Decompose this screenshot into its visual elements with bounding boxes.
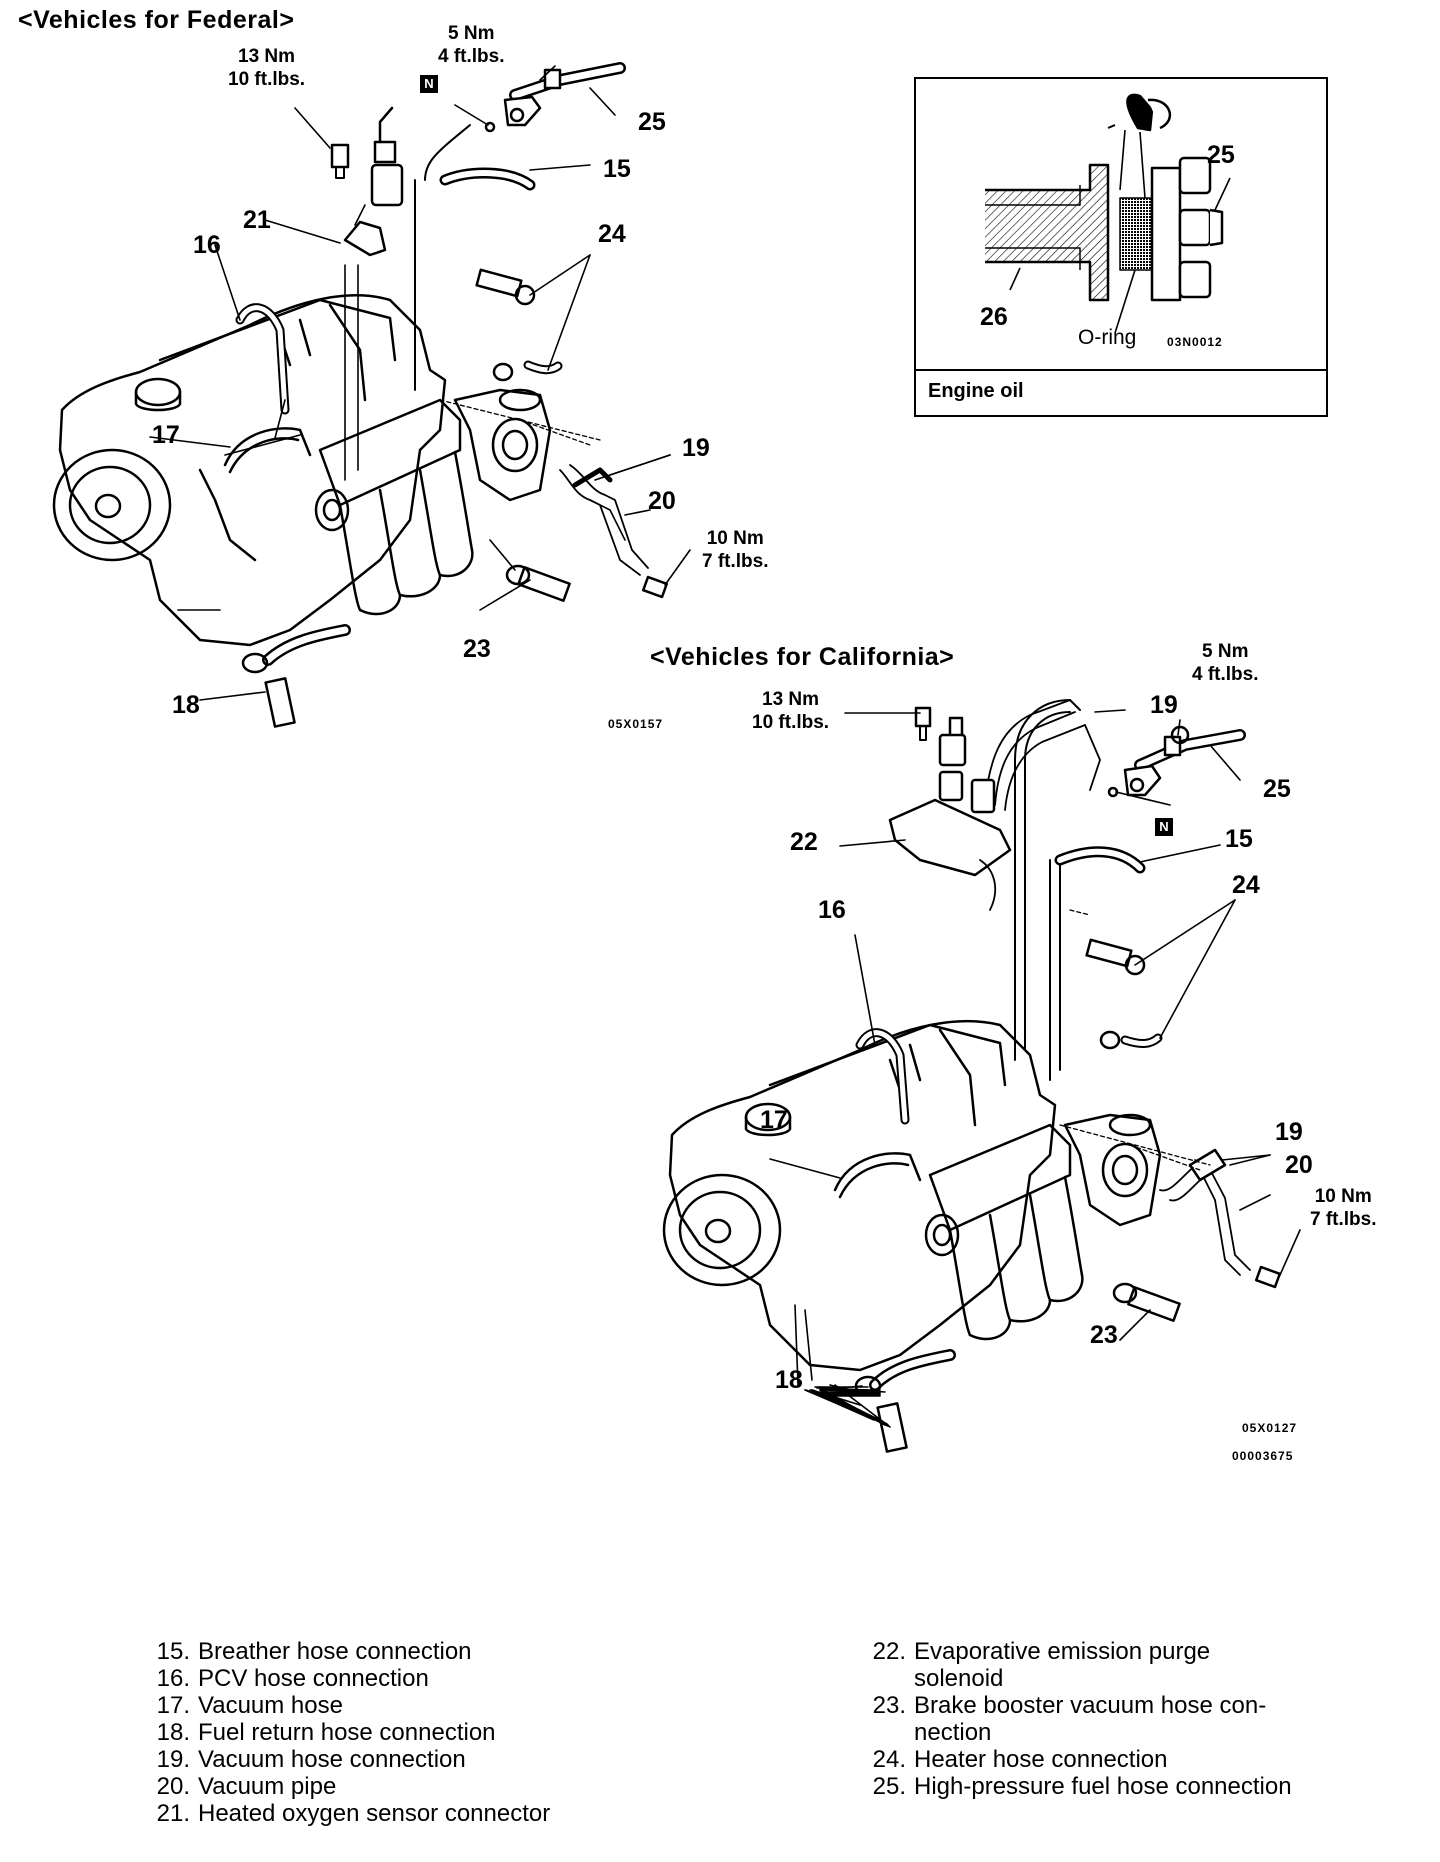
- legend-text: Vacuum pipe: [198, 1773, 337, 1800]
- california-title: <Vehicles for California>: [650, 643, 955, 671]
- legend-number: 21.: [156, 1800, 190, 1827]
- legend-text: Brake booster vacuum hose con-: [914, 1692, 1267, 1719]
- california-callout-20: 20: [1285, 1151, 1313, 1179]
- legend-number: 16.: [156, 1665, 190, 1692]
- legend-item: 16. PCV hose connection: [140, 1665, 550, 1692]
- california-torque-10nm: 10 Nm 7 ft.lbs.: [1310, 1185, 1377, 1231]
- california-figure-code: 05X0127: [1242, 1421, 1298, 1435]
- federal-callout-24: 24: [598, 220, 626, 248]
- torque-metric: 5 Nm: [1202, 641, 1249, 662]
- california-callout-23: 23: [1090, 1321, 1118, 1349]
- federal-title: <Vehicles for Federal>: [18, 6, 295, 34]
- california-torque-5nm: 5 Nm 4 ft.lbs.: [1192, 640, 1259, 686]
- legend-number: 24.: [872, 1746, 906, 1773]
- federal-callout-18: 18: [172, 691, 200, 719]
- federal-callout-19: 19: [682, 434, 710, 462]
- federal-torque-13nm: 13 Nm 10 ft.lbs.: [228, 45, 305, 91]
- torque-imperial: 4 ft.lbs.: [438, 46, 505, 67]
- legend-number: [856, 1665, 914, 1692]
- california-callout-18: 18: [775, 1366, 803, 1394]
- legend-number: 17.: [156, 1692, 190, 1719]
- federal-callout-23: 23: [463, 635, 491, 663]
- california-callout-19-top: 19: [1150, 691, 1178, 719]
- torque-metric: 10 Nm: [1314, 1186, 1372, 1207]
- legend-item-continued: nection: [856, 1719, 1292, 1746]
- federal-engine-drawing: [52, 62, 691, 728]
- legend-number: 25.: [872, 1773, 906, 1800]
- legend-text: Heater hose connection: [914, 1746, 1168, 1773]
- torque-imperial: 7 ft.lbs.: [702, 551, 769, 572]
- legend-right: 22. Evaporative emission purge solenoid 2…: [856, 1638, 1292, 1800]
- california-callout-22: 22: [790, 828, 818, 856]
- california-callout-17: 17: [760, 1106, 788, 1134]
- legend-text: Vacuum hose connection: [198, 1746, 466, 1773]
- legend-number: 15.: [156, 1638, 190, 1665]
- inset-callout-26: 26: [980, 303, 1008, 331]
- california-torque-13nm: 13 Nm 10 ft.lbs.: [752, 688, 829, 734]
- inset-caption: Engine oil: [928, 380, 1024, 402]
- torque-metric: 13 Nm: [762, 689, 820, 710]
- california-callout-19-bottom: 19: [1275, 1118, 1303, 1146]
- federal-figure-code: 05X0157: [608, 717, 664, 731]
- document-figure-code: 00003675: [1232, 1449, 1294, 1463]
- federal-callout-16: 16: [193, 231, 221, 259]
- legend-number: [856, 1719, 914, 1746]
- legend-number: 19.: [156, 1746, 190, 1773]
- torque-metric: 5 Nm: [448, 23, 495, 44]
- california-callout-24: 24: [1232, 871, 1260, 899]
- torque-imperial: 4 ft.lbs.: [1192, 664, 1259, 685]
- legend-number: 18.: [156, 1719, 190, 1746]
- inset-figure-code: 03N0012: [1167, 335, 1223, 349]
- legend-text: Vacuum hose: [198, 1692, 343, 1719]
- legend-item: 22. Evaporative emission purge: [856, 1638, 1292, 1665]
- legend-text: Evaporative emission purge: [914, 1638, 1211, 1665]
- federal-torque-10nm: 10 Nm 7 ft.lbs.: [702, 527, 769, 573]
- california-engine-drawing: [662, 699, 1301, 1453]
- legend-number: 23.: [872, 1692, 906, 1719]
- legend-item: 15. Breather hose connection: [140, 1638, 550, 1665]
- legend-left: 15. Breather hose connection 16. PCV hose …: [140, 1638, 551, 1827]
- legend-item: 18. Fuel return hose connection: [140, 1719, 550, 1746]
- legend-item: 23. Brake booster vacuum hose con-: [856, 1692, 1292, 1719]
- legend-text: PCV hose connection: [198, 1665, 429, 1692]
- engine-oil-inset: Engine oil: [914, 77, 1328, 417]
- california-callout-25: 25: [1263, 775, 1291, 803]
- legend-text: High-pressure fuel hose connection: [914, 1773, 1292, 1800]
- federal-callout-15: 15: [603, 155, 631, 183]
- legend-text: nection: [914, 1719, 992, 1746]
- federal-callout-25: 25: [638, 108, 666, 136]
- inset-oring-label: O-ring: [1078, 326, 1137, 349]
- federal-callout-17: 17: [152, 421, 180, 449]
- legend-item-continued: solenoid: [856, 1665, 1292, 1692]
- legend-item: 20. Vacuum pipe: [140, 1773, 550, 1800]
- federal-callout-21: 21: [243, 206, 271, 234]
- inset-oring-drawing: [985, 93, 1231, 334]
- torque-imperial: 7 ft.lbs.: [1310, 1209, 1377, 1230]
- legend-text: Fuel return hose connection: [198, 1719, 496, 1746]
- california-n-mark: N: [1155, 818, 1173, 836]
- federal-n-mark: N: [420, 75, 438, 93]
- legend-text: solenoid: [914, 1665, 1004, 1692]
- inset-callout-25: 25: [1207, 141, 1235, 169]
- california-callout-15: 15: [1225, 825, 1253, 853]
- torque-metric: 10 Nm: [706, 528, 764, 549]
- torque-imperial: 10 ft.lbs.: [752, 712, 830, 733]
- legend-item: 19. Vacuum hose connection: [140, 1746, 550, 1773]
- federal-callout-20: 20: [648, 487, 676, 515]
- california-callout-16: 16: [818, 896, 846, 924]
- legend-item: 25. High-pressure fuel hose connection: [856, 1773, 1292, 1800]
- torque-metric: 13 Nm: [238, 46, 296, 67]
- federal-torque-5nm: 5 Nm 4 ft.lbs.: [438, 22, 505, 68]
- legend-item: 17. Vacuum hose: [140, 1692, 550, 1719]
- legend-item: 21. Heated oxygen sensor connector: [140, 1800, 551, 1827]
- legend-number: 22.: [872, 1638, 906, 1665]
- legend-text: Breather hose connection: [198, 1638, 472, 1665]
- torque-imperial: 10 ft.lbs.: [228, 69, 306, 90]
- legend-number: 20.: [156, 1773, 190, 1800]
- legend-text: Heated oxygen sensor connector: [198, 1800, 551, 1827]
- legend-item: 24. Heater hose connection: [856, 1746, 1292, 1773]
- inset-divider: [916, 369, 1326, 371]
